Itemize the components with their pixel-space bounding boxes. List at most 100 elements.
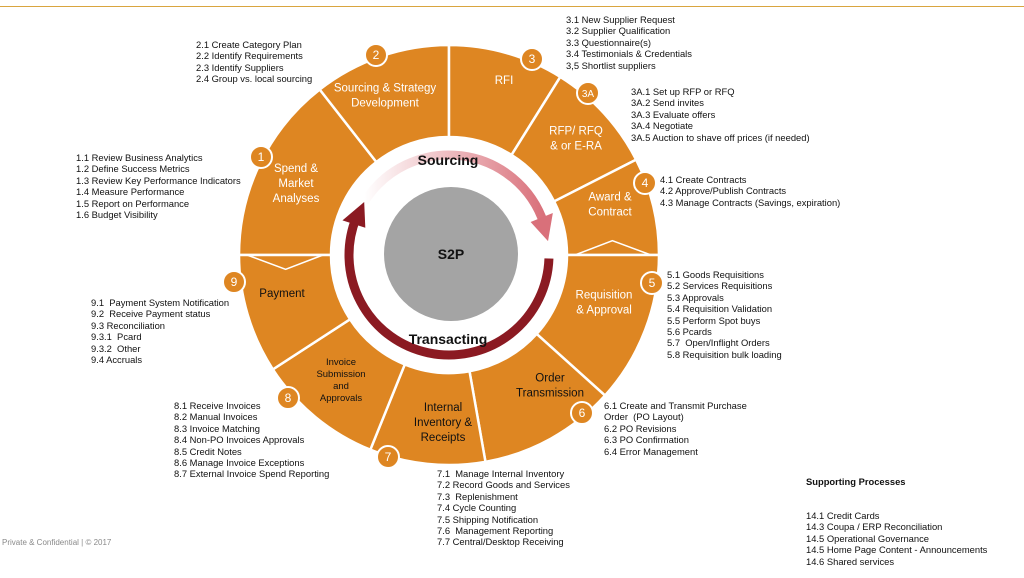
detail-line: 6.2 PO Revisions [604,422,677,434]
detail-line: 2.3 Identify Suppliers [196,61,284,73]
detail-line: 14.3 Coupa / ERP Reconciliation [806,521,943,533]
segment-label-6: Order [535,373,565,385]
detail-line: 7.5 Shipping Notification [437,513,539,525]
detail-line: 5.6 Pcards [667,326,712,338]
detail-line: 6.4 Error Management [604,445,698,457]
detail-line: 9.4 Accruals [91,354,143,366]
step-badge [576,81,600,105]
segment-label-5: & Approval [576,305,632,317]
wheel-center: S2P Sourcing Transacting [331,137,567,373]
detail-line: 3A.4 Negotiate [631,120,694,132]
detail-line: 5.2 Services Requisitions [667,280,773,292]
detail-line: 7.3 Replenishment [437,490,518,502]
transacting-arrow-head [342,202,366,228]
detail-line: 3,5 Shortlist suppliers [566,59,656,71]
segment-label-5: Requisition [576,290,633,302]
segment-label-1: Spend & [274,163,318,175]
detail-line: 7.1 Manage Internal Inventory [437,468,565,479]
segment-label-4: Award & [588,192,632,204]
s2p-wheel-diagram: S2P Sourcing Transacting Spend &MarketAn… [222,43,664,469]
segment-label-3a: RFP/ RFQ [549,126,603,138]
step-badge [249,145,273,169]
step-badge-number: 1 [258,150,265,164]
segment-label-8: Submission [316,369,365,380]
detail-line: 7.6 Management Reporting [437,525,554,537]
detail-line: 7.2 Record Goods and Services [437,479,570,491]
step-badge [364,43,388,67]
detail-line: 7.7 Central/Desktop Receiving [437,536,564,548]
step-badge-number: 2 [373,48,380,62]
step-badge [570,401,594,425]
detail-line: 4.2 Approve/Publish Contracts [660,185,787,197]
detail-line: 2.1 Create Category Plan [196,39,302,50]
detail-line: 14.1 Credit Cards [806,510,880,522]
sourcing-arrow [360,150,549,226]
detail-line: 3A.5 Auction to shave off prices (if nee… [631,131,810,143]
step-badge [222,270,246,294]
detail-line: Order (PO Layout) [604,411,684,423]
segment-label-8: Approvals [320,393,362,404]
detail-line: 5.4 Requisition Validation [667,303,773,315]
detail-line: 8.4 Non-PO Invoices Approvals [174,434,305,446]
segment-label-1: Analyses [273,193,320,205]
detail-line: 2.2 Identify Requirements [196,50,303,62]
detail-line: 14.6 Shared services [806,555,895,567]
segment-label-3a: & or E-RA [550,141,602,153]
detail-line: 1.1 Review Business Analytics [76,152,203,163]
detail-line: 5.7 Open/Inflight Orders [667,337,770,349]
detail-line: 4.3 Manage Contracts (Savings, expiratio… [660,196,841,208]
segment-label-2: Sourcing & Strategy [334,83,437,95]
detail-line: 6.1 Create and Transmit Purchase [604,400,747,411]
transacting-label: Transacting [409,331,488,347]
sourcing-label: Sourcing [418,152,479,168]
step-badge-number: 5 [649,276,656,290]
detail-line: 1.3 Review Key Performance Indicators [76,174,241,186]
transacting-arrow [344,215,554,360]
detail-line: 4.1 Create Contracts [660,174,747,185]
s2p-label: S2P [438,246,464,262]
detail-line: 14.5 Operational Governance [806,532,929,544]
detail-line: 2.4 Group vs. local sourcing [196,73,313,85]
segment-label-6: Transmission [516,388,584,400]
segment-label-8: Invoice [326,357,356,368]
s2p-center-circle [384,187,518,321]
detail-line: 8.5 Credit Notes [174,445,242,457]
detail-line: 1.4 Measure Performance [76,186,185,198]
segment-label-8: and [333,381,349,392]
step-badge-number: 4 [642,176,649,190]
detail-line: 1.5 Report on Performance [76,197,190,209]
detail-line: 3.4 Testimonials & Credentials [566,48,692,60]
detail-line: 8.2 Manual Invoices [174,411,258,423]
detail-line: 1.2 Define Success Metrics [76,163,190,175]
step-badge [520,47,544,71]
detail-line: 8.1 Receive Invoices [174,400,261,411]
detail-line: 6.3 PO Confirmation [604,434,689,446]
detail-line: 8.7 External Invoice Spend Reporting [174,468,330,480]
flow-notch [246,254,324,271]
step-badge-number: 3A [582,89,595,100]
step-badge [633,171,657,195]
detail-line: 9.1 Payment System Notification [91,297,230,308]
detail-line: 1.6 Budget Visibility [76,209,158,221]
detail-line: 9.2 Receive Payment status [91,308,211,320]
segment-label-7: Receipts [421,432,466,444]
detail-line: 9.3.1 Pcard [91,331,142,343]
segment-label-4: Contract [588,207,632,219]
segment-label-7: Inventory & [414,417,472,429]
footer-confidential: Private & Confidential | © 2017 [2,538,112,547]
step-badge [640,271,664,295]
detail-line: 5.3 Approvals [667,291,724,303]
detail-line: 5.1 Goods Requisitions [667,269,764,280]
